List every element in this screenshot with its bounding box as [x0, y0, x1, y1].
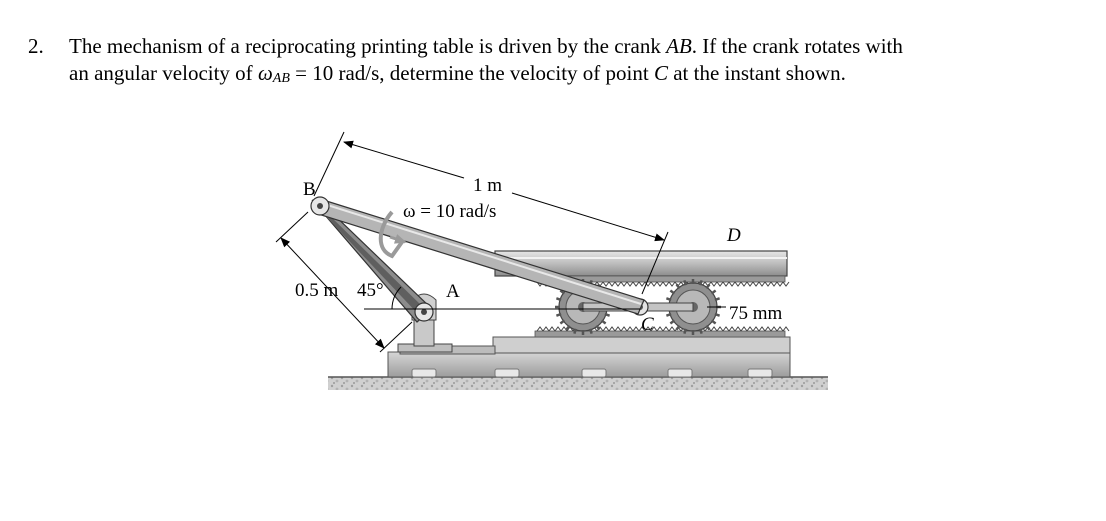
gear-tooth: [565, 324, 571, 331]
ground: [328, 376, 828, 390]
label-d: D: [726, 225, 741, 246]
dimension-1m: [313, 131, 669, 295]
label-length-ab: 0.5 m: [295, 280, 339, 301]
gear-tooth: [683, 328, 688, 335]
gear-tooth: [714, 297, 721, 302]
gear-tooth: [573, 328, 578, 335]
gear-tooth: [675, 324, 681, 331]
text-line1-a: The mechanism of a reciprocating printin…: [69, 34, 667, 58]
angle-reference: [364, 286, 640, 310]
gear-tooth: [705, 283, 711, 290]
gear-tooth: [595, 324, 601, 331]
gear-tooth: [588, 328, 593, 335]
text-line2-b: = 10 rad/s, determine the velocity of po…: [289, 61, 654, 85]
gear-tooth: [669, 319, 676, 325]
gear-tooth: [555, 312, 562, 317]
gear-tooth: [665, 297, 672, 302]
gear-tooth: [710, 289, 717, 295]
gear-tooth: [604, 312, 611, 317]
gear-tooth: [555, 297, 562, 302]
gear-tooth: [710, 319, 717, 325]
label-angle: 45°: [357, 280, 384, 301]
gear-tooth: [698, 279, 703, 286]
gear-tooth: [559, 319, 566, 325]
label-radius: 75 mm: [729, 303, 783, 324]
text-point-c: C: [653, 61, 668, 85]
problem-number: 2.: [28, 34, 44, 58]
label-omega: ω = 10 rad/s: [403, 201, 496, 222]
base-frame: [387, 336, 791, 378]
gear-tooth: [675, 283, 681, 290]
problem-text: The mechanism of a reciprocating printin…: [69, 33, 1079, 92]
gear-tooth: [665, 312, 672, 317]
text-crank-ab: AB: [666, 34, 692, 58]
gear-tooth: [559, 289, 566, 295]
gear-tooth: [698, 328, 703, 335]
label-c: C: [641, 314, 654, 335]
text-line1-b: . If the crank rotates with: [691, 34, 903, 58]
rod-bc: [310, 196, 645, 315]
label-a: A: [446, 281, 460, 302]
text-line2-a: an angular velocity of: [69, 61, 258, 85]
gear-tooth: [705, 324, 711, 331]
dimension-0-5m: [275, 211, 413, 353]
text-omega-sub: AB: [272, 71, 290, 86]
text-omega: ω: [257, 61, 273, 85]
text-line2-d: at the instant shown.: [667, 61, 846, 85]
gear-tooth: [669, 289, 676, 295]
label-length-bc: 1 m: [473, 175, 502, 196]
gear-tooth: [714, 312, 721, 317]
label-b: B: [303, 179, 316, 200]
gear-tooth: [683, 279, 688, 286]
gear-tooth: [600, 319, 607, 325]
